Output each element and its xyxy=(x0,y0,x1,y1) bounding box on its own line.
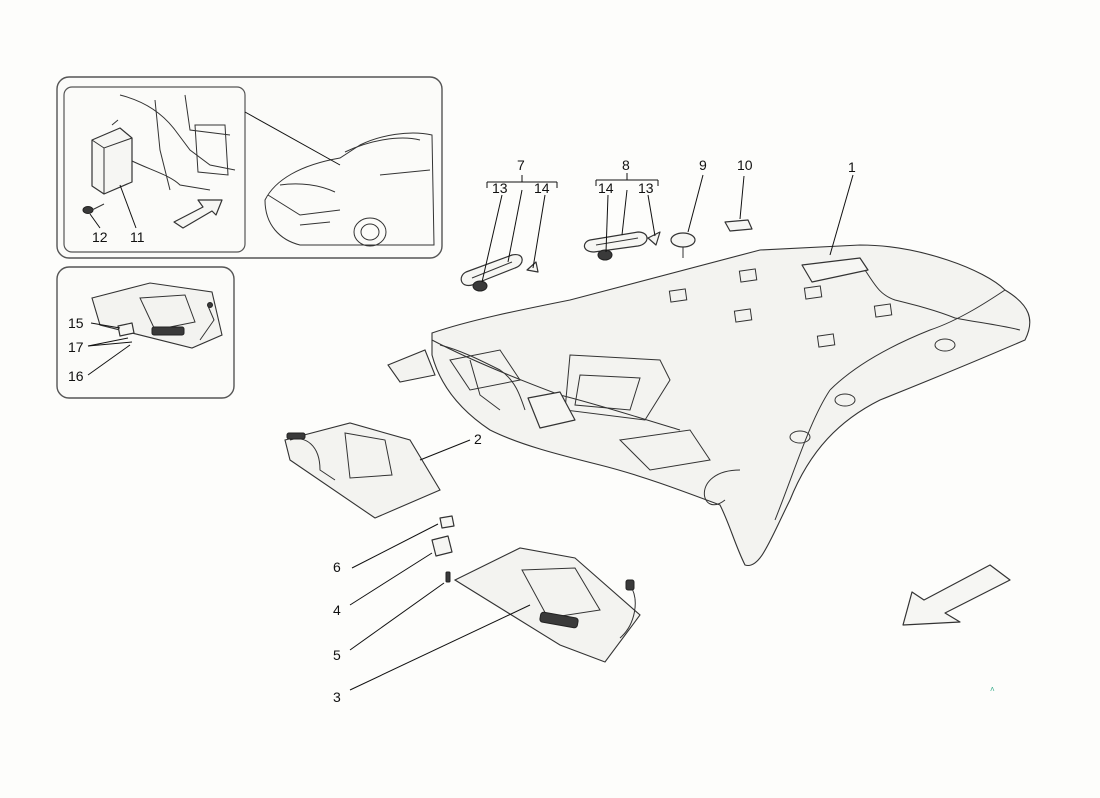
screw-5 xyxy=(349,571,451,651)
callout-15: 15 xyxy=(68,315,84,331)
callout-6: 6 xyxy=(333,559,341,575)
callout-11: 11 xyxy=(130,229,145,245)
direction-arrow-inset xyxy=(173,199,223,229)
callout-1: 1 xyxy=(848,159,856,175)
callout-2: 2 xyxy=(474,431,482,447)
corner-mark: ˄ xyxy=(990,685,995,694)
callout-17: 17 xyxy=(68,339,84,355)
sun-visor-3 xyxy=(349,547,641,691)
handle-8 xyxy=(583,173,661,261)
callout-14b: 14 xyxy=(598,180,614,196)
direction-arrow-main xyxy=(902,564,1011,626)
inset-control-unit xyxy=(56,76,443,259)
bolt-12 xyxy=(82,203,105,214)
sun-visor-2 xyxy=(284,422,471,519)
callout-14a: 14 xyxy=(534,180,550,196)
callout-7: 7 xyxy=(517,157,525,173)
headliner-1 xyxy=(387,244,1031,567)
clip-9 xyxy=(670,174,704,258)
callout-12: 12 xyxy=(92,229,108,245)
callout-13a: 13 xyxy=(492,180,508,196)
callout-16: 16 xyxy=(68,368,84,384)
callout-3: 3 xyxy=(333,689,341,705)
inset-sun-visor xyxy=(56,266,235,399)
handle-7 xyxy=(460,175,558,292)
bracket-6 xyxy=(351,515,455,569)
callout-4: 4 xyxy=(333,602,341,618)
callout-5: 5 xyxy=(333,647,341,663)
callout-8: 8 xyxy=(622,157,630,173)
callout-9: 9 xyxy=(699,157,707,173)
pad-10 xyxy=(724,175,753,232)
callout-13b: 13 xyxy=(638,180,654,196)
clip-4 xyxy=(349,535,453,606)
control-unit xyxy=(91,119,133,195)
car-outline xyxy=(264,132,435,247)
callout-10: 10 xyxy=(737,157,753,173)
